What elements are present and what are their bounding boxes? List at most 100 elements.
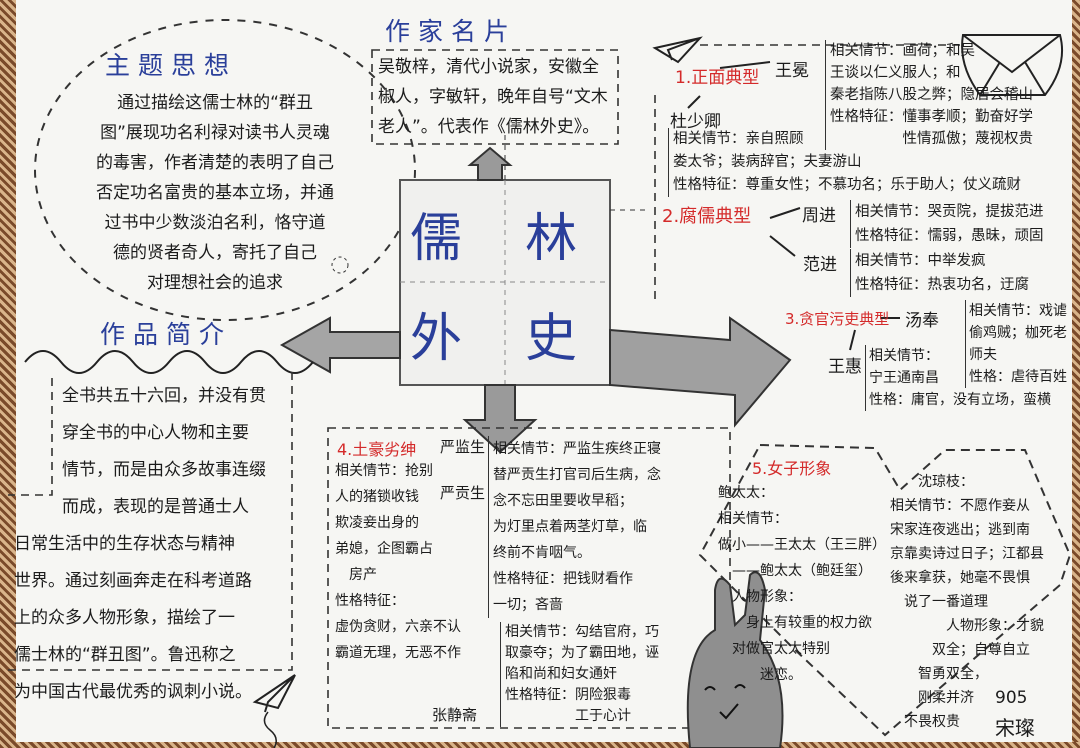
yangongsheng-details: 相关情节：抢别人的猪锁收钱欺凌妾出身的弟媳，企图霸占 房产性格特征：虚伪贪财，六… bbox=[335, 458, 461, 666]
text-line: 师夫 bbox=[969, 347, 997, 363]
text-line: 虚伪贪财，六亲不认 bbox=[335, 619, 461, 635]
text-line: 世界。通过刻画奔走在科考道路 bbox=[14, 571, 252, 591]
section-4-label: 4.土豪劣绅 bbox=[337, 440, 417, 459]
center-char: 史 bbox=[525, 309, 578, 369]
text-line: 性格特征： bbox=[335, 593, 405, 609]
text-line: 儒士林的“群丑图”。鲁迅称之 bbox=[14, 645, 236, 665]
character-name: 王惠 bbox=[828, 357, 862, 377]
text-line: 相关情节：中举发疯 bbox=[855, 253, 986, 269]
paper-plane-icon bbox=[252, 674, 296, 748]
text-line: 为中国古代最优秀的讽刺小说。 bbox=[14, 682, 252, 702]
text-line: 椒人，字敏轩，晚年自号“文木 bbox=[378, 87, 608, 107]
wanghui-details: 相关情节：宁王通南昌性格：庸官，没有立场，蛮横 bbox=[865, 345, 1051, 411]
text-line: 穿全书的中心人物和主要 bbox=[62, 423, 249, 443]
signature-name: 宋璨 bbox=[995, 716, 1035, 740]
text-line: 刚柔并济 bbox=[890, 690, 974, 706]
table-edge bbox=[0, 742, 1080, 748]
fanjin-details: 相关情节：中举发疯性格特征：热衷功名，迂腐 bbox=[850, 249, 1029, 297]
text-line: 性格：虐待百姓 bbox=[969, 369, 1067, 385]
text-line: 相关情节：戏谑 bbox=[969, 303, 1067, 319]
text-line: 迷恋。 bbox=[718, 667, 802, 683]
character-name: 王冕 bbox=[775, 61, 809, 81]
s4-frame bbox=[327, 427, 731, 729]
text-line: 对理想社会的追求 bbox=[147, 273, 283, 293]
text-line: 全书共五十六回，并没有贯 bbox=[62, 386, 266, 406]
intro-text-top: 全书共五十六回，并没有贯穿全书的中心人物和主要情节，而是由众多故事连缀而成，表现… bbox=[62, 378, 266, 526]
section-1-label: 1.正面典型 bbox=[675, 68, 760, 88]
text-line: 取豪夺；为了霸田地，诬 bbox=[505, 645, 659, 661]
text-line: 相关情节：哭贡院，提拔范进 bbox=[855, 204, 1044, 220]
text-line: 弟媳，企图霸占 bbox=[335, 541, 433, 557]
text-line: 智勇双全， bbox=[890, 666, 988, 682]
text-line: 性格特征：热衷功名，迂腐 bbox=[855, 277, 1029, 293]
text-line: 做小——王太太（王三胖） bbox=[718, 537, 886, 553]
text-line: 相关情节：抢别 bbox=[335, 463, 433, 479]
characters-frame bbox=[654, 44, 960, 301]
tangfeng-details: 相关情节：戏谑偷鸡贼；枷死老师夫性格：虐待百姓 bbox=[965, 300, 1067, 388]
arrow-right bbox=[609, 316, 792, 428]
text-line: 性情孤傲；蔑视权贵 bbox=[830, 131, 1033, 147]
dushaoqing-details: 相关情节：亲自照顾娄太爷；装病辞官；夫妻游山性格特征：尊重女性；不慕功名；乐于助… bbox=[668, 128, 1021, 197]
text-line: 鲍太太： bbox=[718, 485, 774, 501]
author-box bbox=[371, 49, 619, 145]
text-line: 对做官太太特别 bbox=[718, 641, 830, 657]
connector bbox=[687, 95, 701, 109]
intro-title: 作品简介 bbox=[100, 320, 233, 349]
shenqiongzhi-details: 沈琼枝：相关情节：不愿作妾从宋家连夜逃出；逃到南京靠卖诗过日子；江都县後来拿获，… bbox=[890, 470, 1044, 734]
text-line: 相关情节：亲自照顾 bbox=[673, 131, 804, 147]
text-line: 通过描绘这儒士林的“群丑 bbox=[117, 93, 313, 113]
text-line: 图”展现功名利禄对读书人灵魂 bbox=[100, 123, 330, 143]
center-char: 儒 bbox=[410, 209, 463, 269]
text-line: 偷鸡贼；枷死老 bbox=[969, 325, 1067, 341]
text-line: 说了一番道理 bbox=[890, 594, 988, 610]
text-line: 後来拿获，她毫不畏惧 bbox=[890, 570, 1030, 586]
center-char: 外 bbox=[410, 309, 463, 369]
character-name: 杜少卿 bbox=[670, 112, 721, 132]
text-line: 老人”。代表作《儒林外史》。 bbox=[378, 117, 600, 137]
connector bbox=[719, 61, 771, 69]
section-5-label: 5.女子形象 bbox=[752, 459, 832, 478]
text-line: 为灯里点着两茎灯草，临 bbox=[493, 519, 647, 535]
character-name: 范进 bbox=[803, 255, 837, 275]
table-edge bbox=[0, 0, 16, 748]
zhangjingzhai-details: 相关情节：勾结官府，巧取豪夺；为了霸田地，诬陷和尚和妇女通奸性格特征：阴险狠毒 … bbox=[500, 622, 659, 727]
bubble-small bbox=[331, 256, 349, 274]
text-line: ——鲍太太（鲍廷玺） bbox=[718, 563, 872, 579]
text-line: 情节，而是由众多故事连缀 bbox=[62, 460, 266, 480]
text-line: 房产 bbox=[335, 567, 377, 583]
text-line: 替严贡生打官司后生病，念 bbox=[493, 467, 661, 483]
text-line: 秦老指陈八股之弊；隐居会稽山 bbox=[830, 87, 1033, 103]
table-edge bbox=[1072, 0, 1080, 748]
text-line: 日常生活中的生存状态与精神 bbox=[14, 534, 235, 554]
character-name: 张静斋 bbox=[432, 706, 478, 724]
theme-dashed-circle bbox=[34, 19, 416, 321]
wangmian-details: 相关情节：画荷；和吴王谈以仁义服人；和秦老指陈八股之弊；隐居会稽山性格特征：懂事… bbox=[825, 40, 1033, 150]
character-name: 严监生 bbox=[440, 438, 486, 456]
arrow-left bbox=[279, 316, 401, 374]
text-line: 人的猪锁收钱 bbox=[335, 489, 419, 505]
baotaitai-details: 鲍太太：相关情节：做小——王太太（王三胖） ——鲍太太（鲍廷玺） 人物形象： 身… bbox=[718, 480, 886, 688]
text-line: 宋家连夜逃出；逃到南 bbox=[890, 522, 1030, 538]
yanjiansheng-details: 相关情节：严监生疾终正寝替严贡生打官司后生病，念念不忘田里要收早稻； 为灯里点着两… bbox=[488, 436, 661, 618]
text-line: 而成，表现的是普通士人 bbox=[62, 497, 249, 517]
text-line: 相关情节：勾结官府，巧 bbox=[505, 624, 659, 640]
bunny-drawing bbox=[686, 571, 784, 748]
text-line: 相关情节：严监生疾终正寝 bbox=[493, 441, 661, 457]
text-line: 念不忘田里要收早稻； bbox=[493, 493, 633, 509]
text-line: 相关情节：不愿作妾从 bbox=[890, 498, 1030, 514]
connector bbox=[849, 329, 856, 351]
section-3-label: 3.贪官污吏典型 bbox=[785, 310, 890, 328]
text-line: 相关情节： bbox=[718, 511, 788, 527]
character-name: 严贡生 bbox=[440, 484, 486, 502]
text-line: 性格特征：尊重女性；不慕功名；乐于助人；仗义疏财 bbox=[673, 177, 1021, 193]
signature-class: 905 bbox=[995, 688, 1028, 708]
paper-plane-icon bbox=[652, 36, 703, 64]
zhoujin-details: 相关情节：哭贡院，提拔范进性格特征：懦弱，愚昧，顽固 bbox=[850, 200, 1044, 248]
text-line: 一切；吝啬 bbox=[493, 597, 563, 613]
text-line: 相关情节： bbox=[869, 348, 939, 364]
text-line: 工于心计 bbox=[505, 708, 631, 724]
intro-text-bottom: 日常生活中的生存状态与精神世界。通过刻画奔走在科考道路上的众多人物形象，描绘了一… bbox=[14, 526, 252, 711]
text-line: 不畏权贵 bbox=[890, 714, 960, 730]
text-line: 的毒害，作者清楚的表明了自己 bbox=[96, 153, 334, 173]
